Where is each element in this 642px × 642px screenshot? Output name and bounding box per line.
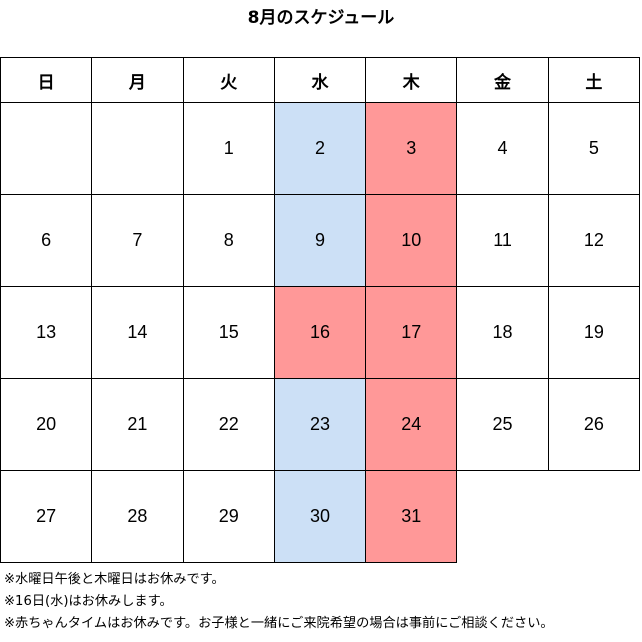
calendar-day-cell: 30 <box>273 470 367 563</box>
weekday-header-thu: 木 <box>365 57 458 103</box>
calendar-day-cell: 25 <box>456 378 549 471</box>
schedule-notes: ※水曜日午後と木曜日はお休みです。 ※16日(水)はお休みします。 ※赤ちゃんタ… <box>4 569 638 635</box>
calendar-day-cell: 29 <box>182 470 275 563</box>
calendar-week-row: 20 21 22 23 24 25 26 <box>0 378 641 471</box>
schedule-calendar: 日 月 火 水 木 金 土 1 2 3 4 5 6 7 8 9 10 11 12 <box>0 57 641 563</box>
calendar-day-cell: 5 <box>547 102 641 195</box>
calendar-day-cell: 15 <box>182 286 275 379</box>
calendar-day-cell: 17 <box>365 286 458 379</box>
calendar-day-cell: 13 <box>0 286 93 379</box>
calendar-day-cell: 31 <box>365 470 458 563</box>
calendar-day-cell: 10 <box>365 194 458 287</box>
calendar-day-cell <box>0 102 93 195</box>
note-line: ※16日(水)はお休みします。 <box>4 594 173 609</box>
calendar-day-cell: 9 <box>273 194 367 287</box>
calendar-day-cell: 20 <box>0 378 93 471</box>
calendar-day-cell: 2 <box>273 102 367 195</box>
weekday-header-tue: 火 <box>182 57 275 103</box>
calendar-day-cell: 7 <box>91 194 184 287</box>
calendar-day-cell: 23 <box>273 378 367 471</box>
note-line: ※赤ちゃんタイムはお休みです。お子様と一緒にご来院希望の場合は事前にご相談くださ… <box>4 616 554 631</box>
calendar-week-row: 1 2 3 4 5 <box>0 102 641 195</box>
calendar-day-cell: 26 <box>547 378 641 471</box>
calendar-empty-cell <box>456 470 640 563</box>
note-line: ※水曜日午後と木曜日はお休みです。 <box>4 572 225 587</box>
weekday-header-row: 日 月 火 水 木 金 土 <box>0 57 641 103</box>
calendar-day-cell: 24 <box>365 378 458 471</box>
calendar-day-cell: 14 <box>91 286 184 379</box>
calendar-week-row: 6 7 8 9 10 11 12 <box>0 194 641 287</box>
weekday-header-sun: 日 <box>0 57 93 103</box>
calendar-day-cell: 28 <box>91 470 184 563</box>
weekday-header-sat: 土 <box>547 57 641 103</box>
calendar-week-row: 27 28 29 30 31 <box>0 470 640 563</box>
calendar-day-cell: 6 <box>0 194 93 287</box>
calendar-day-cell <box>91 102 184 195</box>
weekday-header-fri: 金 <box>456 57 549 103</box>
calendar-day-cell: 21 <box>91 378 184 471</box>
page-title: 8月のスケジュール <box>247 8 395 28</box>
calendar-day-cell: 27 <box>0 470 93 563</box>
calendar-day-cell: 1 <box>182 102 275 195</box>
weekday-header-wed: 水 <box>273 57 367 103</box>
calendar-day-cell: 18 <box>456 286 549 379</box>
calendar-day-cell: 4 <box>456 102 549 195</box>
calendar-day-cell: 11 <box>456 194 549 287</box>
calendar-day-cell: 12 <box>547 194 641 287</box>
calendar-day-cell: 8 <box>182 194 275 287</box>
calendar-day-cell: 16 <box>273 286 367 379</box>
calendar-day-cell: 22 <box>182 378 275 471</box>
calendar-week-row: 13 14 15 16 17 18 19 <box>0 286 641 379</box>
calendar-day-cell: 19 <box>547 286 641 379</box>
weekday-header-mon: 月 <box>91 57 184 103</box>
calendar-day-cell: 3 <box>365 102 458 195</box>
